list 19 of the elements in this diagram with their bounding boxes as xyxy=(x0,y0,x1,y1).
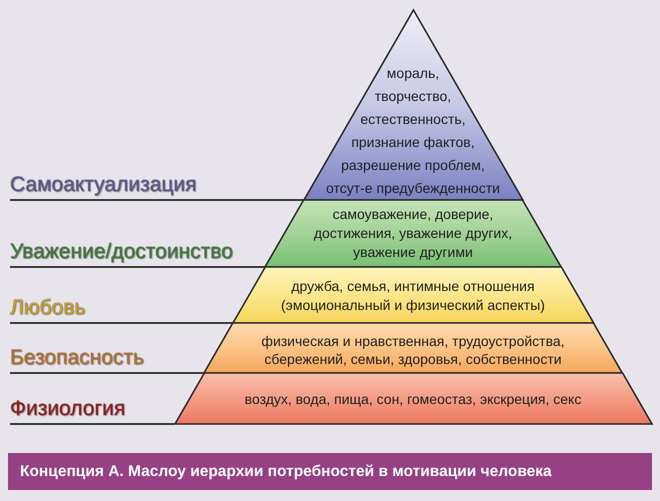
pyramid-tier xyxy=(264,200,562,267)
level-label: Безопасность xyxy=(10,345,144,373)
level-label: Любовь xyxy=(10,295,86,323)
pyramid-tier xyxy=(204,323,622,373)
tier-description: воздух, вода, пища, сон, гомеостаз, экскреция, секс xyxy=(244,390,582,409)
leader-line xyxy=(10,199,304,201)
level-label: Уважение/достоинство xyxy=(10,239,233,267)
leader-line xyxy=(10,322,233,324)
level-label: Физиология xyxy=(10,396,126,424)
leader-line xyxy=(10,266,265,268)
tier-description: самоуважение, доверие, достижения, уважение других, уважение другими xyxy=(314,205,512,262)
level-label: Самоактуализация xyxy=(10,172,197,200)
pyramid-tier xyxy=(232,267,594,323)
tier-description: физическая и нравственная, трудоустройства, сбережений, семьи, здоровья, собственности xyxy=(261,332,565,368)
caption-text: Концепция А. Маслоу иерархии потребностей в мотивации человека xyxy=(20,462,552,481)
tier-description: дружба, семья, интимные отношения (эмоциональный и физический аспекты) xyxy=(281,277,545,314)
pyramid-tier xyxy=(174,373,652,424)
leader-line xyxy=(10,423,174,425)
leader-line xyxy=(10,372,204,374)
